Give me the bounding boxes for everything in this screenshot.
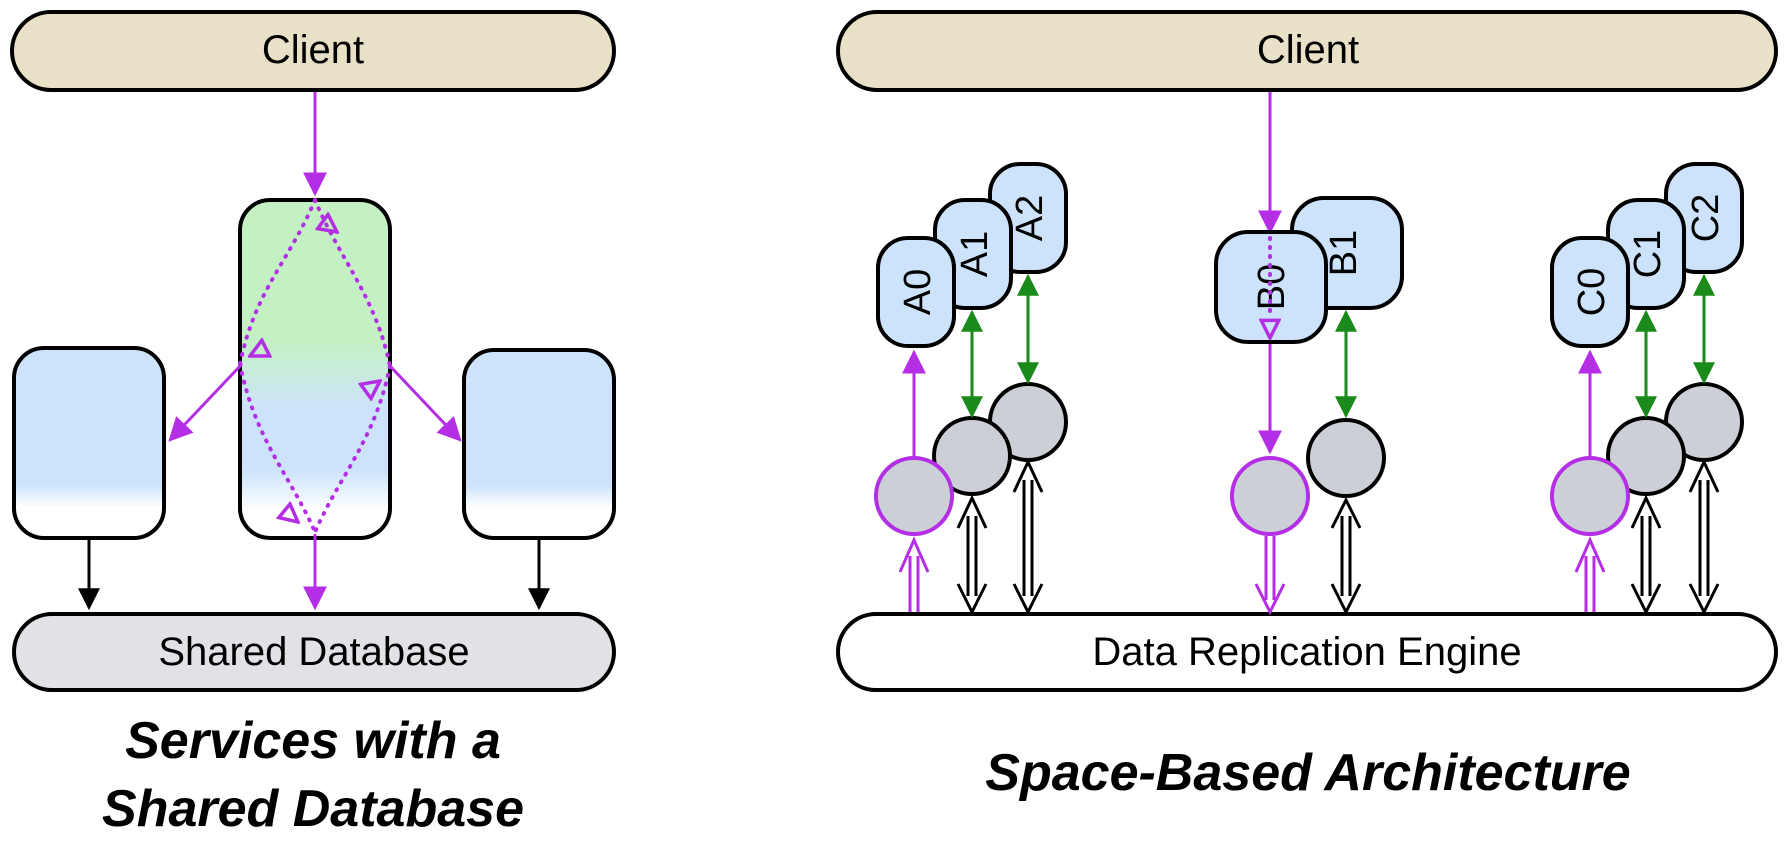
left-client-label: Client: [262, 28, 364, 72]
right-service-box: [462, 348, 616, 540]
a2-replication-link: [1012, 458, 1044, 616]
a0-replication-link: [898, 536, 930, 612]
grid-node-b1: [1306, 418, 1386, 498]
right-caption: Space-Based Architecture: [985, 744, 1630, 802]
svg-text:A2: A2: [1009, 195, 1051, 241]
grid-node-a0: [874, 456, 954, 536]
svg-text:B0: B0: [1251, 264, 1293, 310]
left-caption-line1: Services with a: [125, 712, 501, 770]
grid-node-b0: [1230, 456, 1310, 536]
svg-text:B1: B1: [1323, 230, 1365, 276]
center-service-box: [238, 198, 392, 540]
service-to-left-arrow: [168, 362, 244, 442]
grid-node-c0: [1550, 456, 1630, 536]
internal-flow-bottom-left: [238, 362, 317, 534]
c1-replication-link: [1630, 494, 1662, 616]
b0-replication-link: [1254, 536, 1286, 616]
right-client: Client: [836, 10, 1778, 92]
shared-database-label: Shared Database: [158, 630, 469, 674]
a1-replication-link: [956, 494, 988, 616]
internal-flow-top-left: [238, 198, 317, 366]
svg-text:C2: C2: [1685, 194, 1727, 243]
shared-database: Shared Database: [12, 612, 616, 692]
left-service-box: [12, 346, 166, 540]
unit-b0: B0: [1214, 230, 1328, 344]
service-to-right-arrow: [388, 364, 462, 442]
processing-group-c: C2 C1 C0: [1550, 162, 1744, 616]
left-caption-line2: Shared Database: [102, 780, 524, 838]
engine-label: Data Replication Engine: [1092, 630, 1521, 674]
svg-text:C0: C0: [1571, 268, 1613, 317]
internal-flow-top-right: [313, 198, 392, 368]
b1-replication-link: [1330, 496, 1362, 616]
svg-text:A0: A0: [897, 269, 939, 315]
shared-database-diagram: Client Shared Database Services with a S…: [10, 10, 616, 838]
c0-replication-link: [1574, 536, 1606, 612]
right-client-label: Client: [1257, 28, 1359, 72]
left-client: Client: [10, 10, 616, 92]
space-based-diagram: Client Data Replication Engine A2 A1 A0: [836, 10, 1778, 802]
svg-text:A1: A1: [954, 231, 996, 277]
c2-replication-link: [1688, 458, 1720, 616]
internal-flow-bottom-right: [313, 364, 392, 534]
svg-text:C1: C1: [1627, 230, 1669, 279]
unit-c0: C0: [1550, 236, 1630, 348]
unit-a0: A0: [876, 236, 956, 348]
processing-group-a: A2 A1 A0: [874, 162, 1068, 616]
data-replication-engine: Data Replication Engine: [836, 612, 1778, 692]
processing-group-b: B1 B0: [1214, 196, 1404, 616]
